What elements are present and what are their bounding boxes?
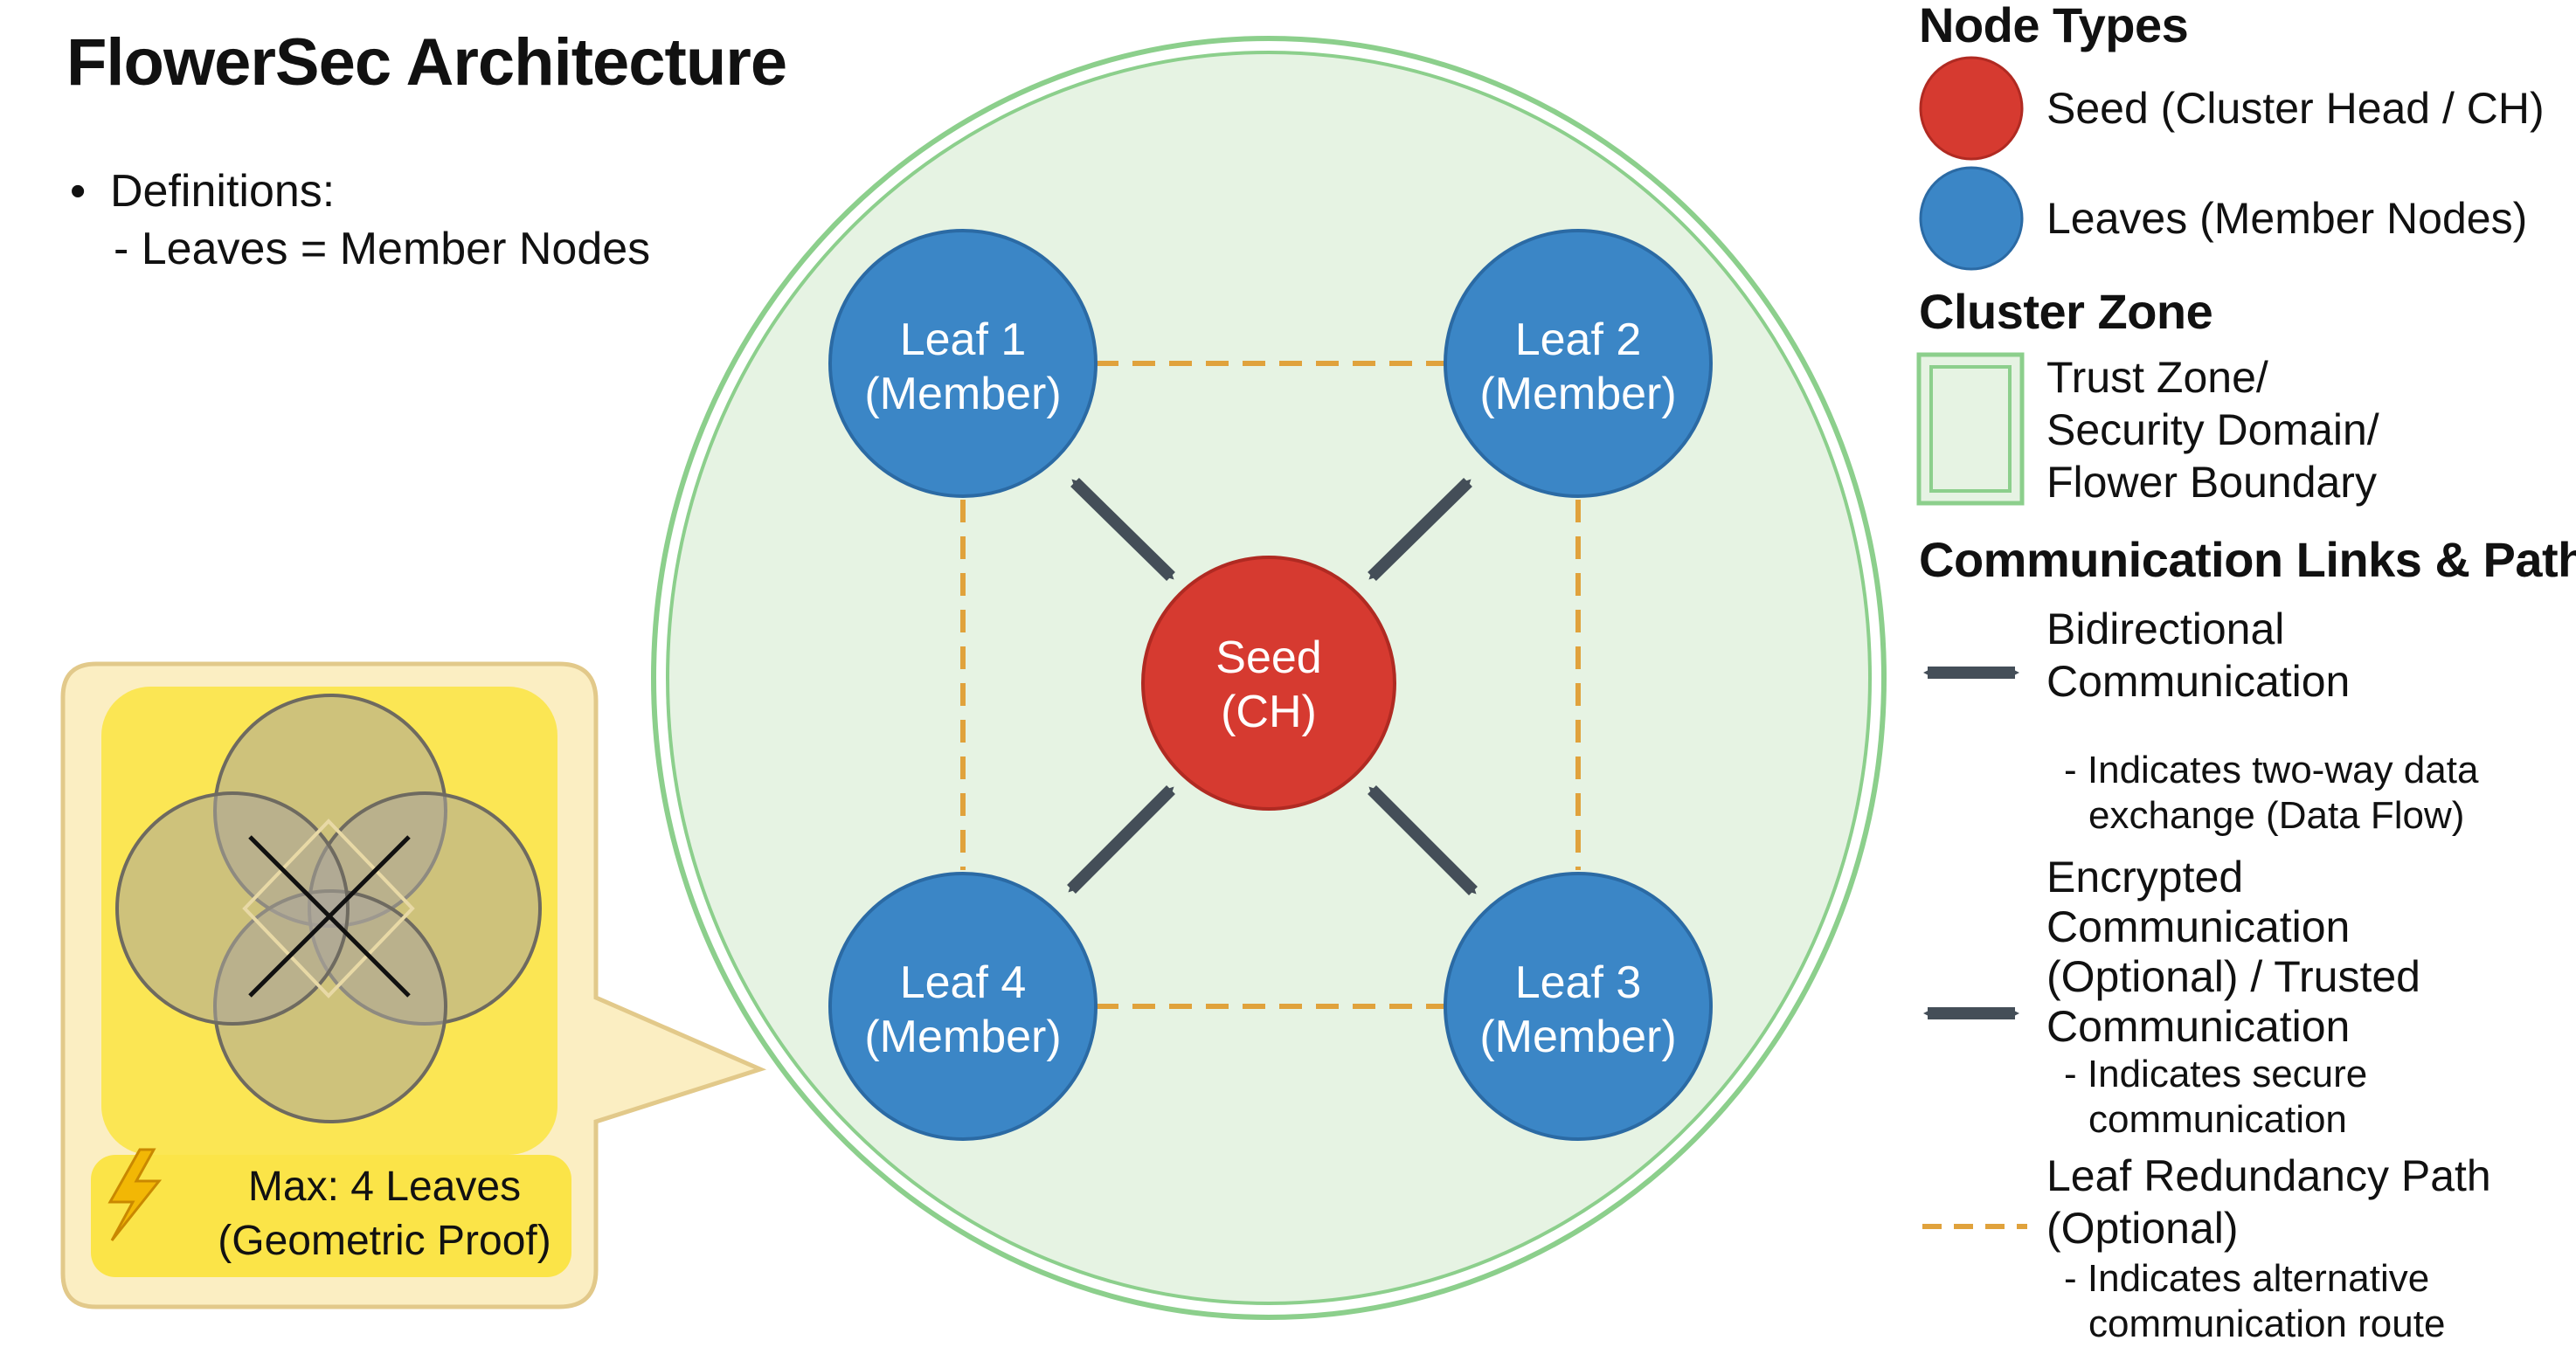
leaf-4-label-line1: Leaf 4 [899, 957, 1027, 1008]
redundancy-paths [960, 361, 1581, 1009]
legend-bidirectional-label: Bidirectional Communication [2046, 603, 2350, 708]
leaf-1-label-line1: Leaf 1 [899, 314, 1027, 365]
leaf-3-label-line1: Leaf 3 [1514, 957, 1642, 1008]
legend-links-heading: Communication Links & Paths [1919, 532, 2576, 587]
definitions: • Definitions: - Leaves = Member Nodes [70, 162, 650, 278]
overlapping-circles [115, 694, 542, 1123]
leaf-3-node [1444, 872, 1713, 1141]
legend-redundancy-label: Leaf Redundancy Path (Optional) [2046, 1150, 2491, 1254]
legend-leaf-icon [1919, 166, 2024, 271]
leaf-1-node [828, 229, 1098, 498]
center-diamond [242, 819, 415, 998]
cross-out-mark [248, 835, 411, 998]
cluster-zone-outer [651, 36, 1887, 1320]
bidirectional-links [1067, 478, 1478, 895]
arrow-leaf2-seed [1368, 478, 1472, 581]
leaf-4-label-line2: (Member) [864, 1012, 1062, 1062]
legend-encrypted-desc: - Indicates secure communication [2064, 1052, 2367, 1143]
callout-line2: (Geometric Proof) [218, 1218, 551, 1264]
legend-enc-desc1: - Indicates secure [2064, 1053, 2368, 1095]
seed-label-line2: (CH) [1221, 687, 1317, 737]
page-title: FlowerSec Architecture [66, 25, 787, 100]
legend-seed-icon [1919, 56, 2024, 161]
leaf-1-label-line2: (Member) [864, 369, 1062, 419]
legend-redund-desc1: - Indicates alternative [2064, 1257, 2430, 1300]
legend-bidir-line1: Bidirectional [2046, 605, 2285, 653]
lightning-icon [107, 1148, 163, 1241]
legend-seed-label: Seed (Cluster Head / CH) [2046, 84, 2545, 133]
seed-label: Seed (CH) [1215, 631, 1321, 739]
seed-label-line1: Seed [1215, 632, 1322, 683]
leaf-3-label: Leaf 3 (Member) [1479, 956, 1676, 1064]
legend-bidir-line2: Communication [2046, 657, 2351, 706]
legend-redund-desc2: communication route [2088, 1302, 2446, 1345]
leaf-3-label-line2: (Member) [1479, 1012, 1677, 1062]
leaf-2-label-line1: Leaf 2 [1514, 314, 1642, 365]
legend-cluster-zone-heading: Cluster Zone [1919, 284, 2213, 339]
geometric-proof-callout [60, 661, 767, 1309]
bullet: • [70, 166, 87, 217]
legend-zone-line2: Security Domain/ [2046, 405, 2379, 454]
legend-enc-line3: (Optional) / Trusted [2046, 952, 2420, 1001]
legend-zone-line1: Trust Zone/ [2046, 353, 2268, 402]
arrow-leaf3-seed [1368, 785, 1478, 895]
legend-leaves-label: Leaves (Member Nodes) [2046, 194, 2528, 243]
legend-redund-line1: Leaf Redundancy Path [2046, 1151, 2491, 1200]
arrow-leaf1-seed [1070, 478, 1175, 581]
callout-line1: Max: 4 Leaves [247, 1164, 522, 1210]
leaf-4-node [828, 872, 1098, 1141]
legend-zone-line3: Flower Boundary [2046, 458, 2377, 507]
seed-node [1141, 556, 1396, 811]
legend-zone-label: Trust Zone/ Security Domain/ Flower Boun… [2046, 351, 2379, 508]
leaf-2-label: Leaf 2 (Member) [1479, 313, 1676, 421]
definitions-item: - Leaves = Member Nodes [114, 224, 651, 274]
legend-bidirectional-desc: - Indicates two-way data exchange (Data … [2064, 748, 2478, 839]
legend-node-types-heading: Node Types [1919, 0, 2189, 52]
legend-enc-line2: Communication [2046, 902, 2351, 951]
legend-redundancy-desc: - Indicates alternative communication ro… [2064, 1256, 2445, 1347]
callout-label: Max: 4 Leaves (Geometric Proof) [105, 1160, 629, 1268]
definitions-heading: Definitions: [110, 166, 336, 217]
legend-encrypted-label: Encrypted Communication (Optional) / Tru… [2046, 853, 2420, 1052]
legend-bidir-desc1: - Indicates two-way data [2064, 749, 2479, 791]
legend-enc-line4: Communication [2046, 1002, 2351, 1051]
leaf-4-label: Leaf 4 (Member) [864, 956, 1061, 1064]
legend-zone-icon [1916, 352, 2025, 506]
legend-bidir-desc2: exchange (Data Flow) [2088, 794, 2465, 837]
leaf-2-node [1444, 229, 1713, 498]
leaf-1-label: Leaf 1 (Member) [864, 313, 1061, 421]
legend-redund-line2: (Optional) [2046, 1204, 2239, 1253]
leaf-2-label-line2: (Member) [1479, 369, 1677, 419]
arrow-leaf4-seed [1067, 785, 1175, 894]
legend-enc-desc2: communication [2088, 1098, 2347, 1141]
legend-enc-line1: Encrypted [2046, 853, 2244, 902]
